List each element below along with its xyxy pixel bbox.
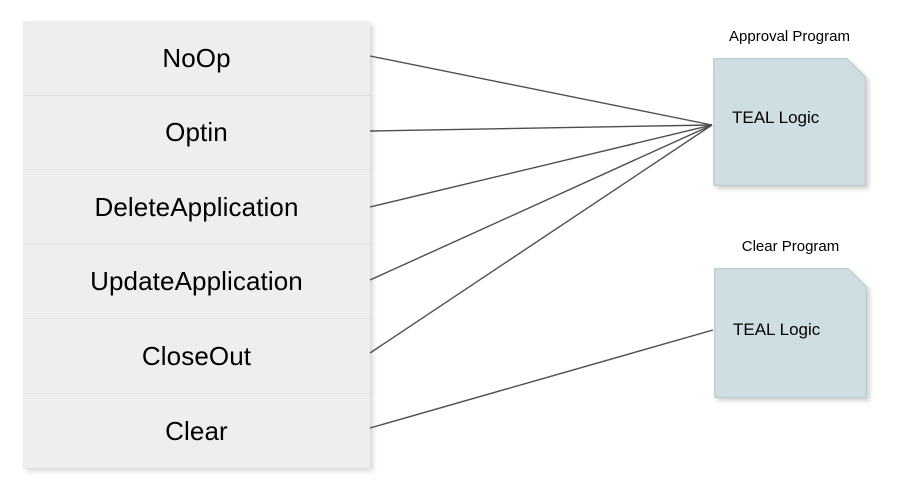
connector-line (369, 124, 713, 132)
operation-label: UpdateApplication (90, 266, 303, 297)
operation-label: NoOp (162, 42, 231, 73)
operation-row-deleteapplication[interactable]: DeleteApplication (23, 170, 370, 245)
approval-program-box[interactable]: TEAL Logic (713, 58, 866, 186)
document-folded-corner-icon (714, 268, 867, 398)
operation-label: DeleteApplication (94, 191, 299, 222)
clear-program-body-label: TEAL Logic (733, 320, 821, 339)
connector-line (369, 329, 714, 429)
operation-label: Optin (165, 117, 228, 148)
approval-program-body-label: TEAL Logic (732, 108, 820, 127)
operation-label: CloseOut (141, 340, 252, 371)
operation-row-clear[interactable]: Clear (23, 394, 370, 469)
clear-program-title: Clear Program (741, 238, 840, 255)
connector-line (369, 124, 713, 208)
document-folded-corner-icon (713, 58, 866, 186)
operation-row-optin[interactable]: Optin (23, 96, 370, 170)
operation-row-noop[interactable]: NoOp (23, 21, 370, 96)
connector-line (369, 55, 713, 126)
operation-row-closeout[interactable]: CloseOut (23, 319, 370, 394)
approval-program-title: Approval Program (729, 28, 850, 45)
connector-line (369, 124, 713, 354)
operations-panel: NoOp Optin DeleteApplication UpdateAppli… (23, 21, 370, 468)
operation-row-updateapplication[interactable]: UpdateApplication (23, 245, 370, 319)
connector-line (369, 124, 713, 281)
operation-label: Clear (165, 415, 228, 446)
clear-program-box[interactable]: TEAL Logic (714, 268, 867, 398)
